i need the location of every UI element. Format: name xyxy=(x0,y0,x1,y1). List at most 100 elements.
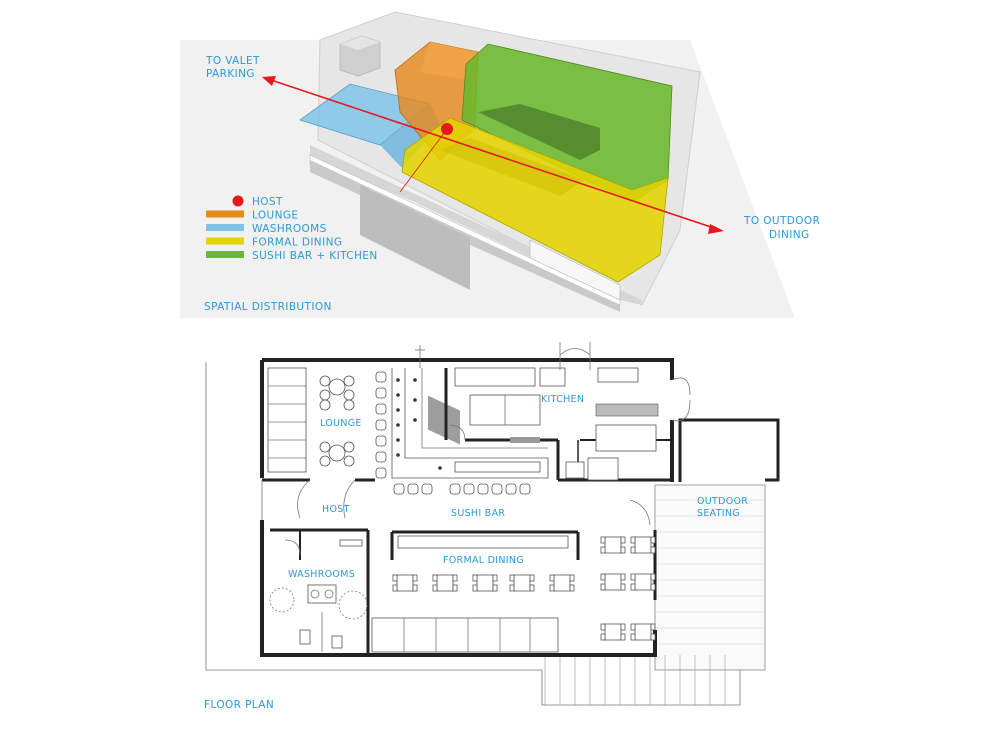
dining-chair xyxy=(452,574,458,582)
dining-chair xyxy=(600,546,606,554)
dining-chair xyxy=(529,584,535,592)
dining-table xyxy=(604,536,622,554)
dining-chair xyxy=(650,536,656,544)
legend-label: FORMAL DINING xyxy=(252,237,342,249)
outdoor-tables xyxy=(600,536,656,641)
chimney-top xyxy=(340,36,380,50)
spatial-distribution-title: SPATIAL DISTRIBUTION xyxy=(204,301,332,313)
route-arrowhead-start xyxy=(262,76,276,86)
dining-chair xyxy=(620,633,626,641)
formal-dining-tables xyxy=(392,574,575,592)
kitchen-equipment xyxy=(415,342,691,481)
dining-chair xyxy=(432,574,438,582)
dining-chair xyxy=(492,584,498,592)
dining-chair xyxy=(620,623,626,631)
room-label-kitchen: KITCHEN xyxy=(541,394,584,405)
dining-chair xyxy=(650,633,656,641)
outdoor-deck xyxy=(544,418,780,705)
legend-label: LOUNGE xyxy=(252,210,298,222)
dining-chair xyxy=(549,584,555,592)
sushi-bar-counter xyxy=(478,104,600,160)
legend-swatch-host xyxy=(232,195,244,207)
dining-table xyxy=(396,574,414,592)
dining-chair xyxy=(509,574,515,582)
room-label-outdoor-1: OUTDOOR xyxy=(697,496,748,507)
dining-chair xyxy=(620,573,626,581)
dining-chair xyxy=(472,574,478,582)
legend-swatch-sushi-bar-kitchen xyxy=(206,251,244,258)
dining-table xyxy=(604,573,622,591)
dining-chair xyxy=(630,633,636,641)
dining-chair xyxy=(549,574,555,582)
dining-chair xyxy=(392,574,398,582)
facade-glazing xyxy=(529,239,621,301)
facade-panel xyxy=(360,185,470,290)
dining-chair xyxy=(630,536,636,544)
route-start-label-2: PARKING xyxy=(206,68,255,80)
dining-chair xyxy=(452,584,458,592)
dining-chair xyxy=(472,584,478,592)
dining-table xyxy=(436,574,454,592)
dining-table xyxy=(634,623,652,641)
dining-chair xyxy=(600,536,606,544)
dining-chair xyxy=(650,546,656,554)
dining-chair xyxy=(600,633,606,641)
route-labels: TO VALET PARKING TO OUTDOOR DINING xyxy=(205,55,820,241)
site-boundary xyxy=(205,362,741,706)
dining-chair xyxy=(650,623,656,631)
route-start-label-1: TO VALET xyxy=(205,55,260,67)
axonometric-model xyxy=(180,11,795,445)
dining-chair xyxy=(600,583,606,591)
route-end-label-1: TO OUTDOOR xyxy=(743,215,820,227)
dining-chair xyxy=(630,623,636,631)
dining-interior-wall xyxy=(440,138,585,196)
dining-table xyxy=(513,574,531,592)
dining-chair xyxy=(650,583,656,591)
dining-table xyxy=(634,573,652,591)
dining-table xyxy=(476,574,494,592)
room-label-sushi-bar: SUSHI BAR xyxy=(451,508,505,519)
legend-label: HOST xyxy=(252,196,283,208)
dining-chair xyxy=(620,583,626,591)
room-label-host: HOST xyxy=(322,504,350,515)
lounge-furniture xyxy=(267,367,387,479)
dining-chair xyxy=(600,573,606,581)
legend-label: WASHROOMS xyxy=(252,223,327,235)
floor-plan-title: FLOOR PLAN xyxy=(204,699,274,711)
room-label-outdoor-2: SEATING xyxy=(697,508,740,519)
dining-chair xyxy=(412,584,418,592)
room-label-lounge: LOUNGE xyxy=(320,418,362,429)
formal-dining-volume xyxy=(401,117,669,283)
legend-label: SUSHI BAR + KITCHEN xyxy=(252,250,378,262)
room-labels: KITCHEN LOUNGE HOST SUSHI BAR OUTDOOR SE… xyxy=(288,394,748,580)
dining-chair xyxy=(600,623,606,631)
dining-chair xyxy=(509,584,515,592)
dining-chair xyxy=(569,574,575,582)
dining-chair xyxy=(392,584,398,592)
washroom-fixtures xyxy=(269,539,368,652)
dining-table xyxy=(604,623,622,641)
dining-chair xyxy=(432,584,438,592)
route-end-label-2: DINING xyxy=(769,229,810,241)
dining-chair xyxy=(630,573,636,581)
floor-plan xyxy=(205,342,780,706)
dining-chair xyxy=(620,536,626,544)
banquette xyxy=(371,535,569,653)
sushi-bar-counter-plan xyxy=(391,368,549,495)
room-label-formal-dining: FORMAL DINING xyxy=(443,555,524,566)
legend-swatch-lounge xyxy=(206,210,244,218)
dining-chair xyxy=(650,573,656,581)
dining-chair xyxy=(492,574,498,582)
dining-chair xyxy=(620,546,626,554)
dining-table xyxy=(634,536,652,554)
route-arrowhead-end xyxy=(708,224,724,234)
dining-chair xyxy=(630,546,636,554)
dining-chair xyxy=(569,584,575,592)
route-line xyxy=(264,77,721,231)
doors xyxy=(261,424,651,526)
room-label-washrooms: WASHROOMS xyxy=(288,569,355,580)
dining-table xyxy=(553,574,571,592)
dining-chair xyxy=(412,574,418,582)
